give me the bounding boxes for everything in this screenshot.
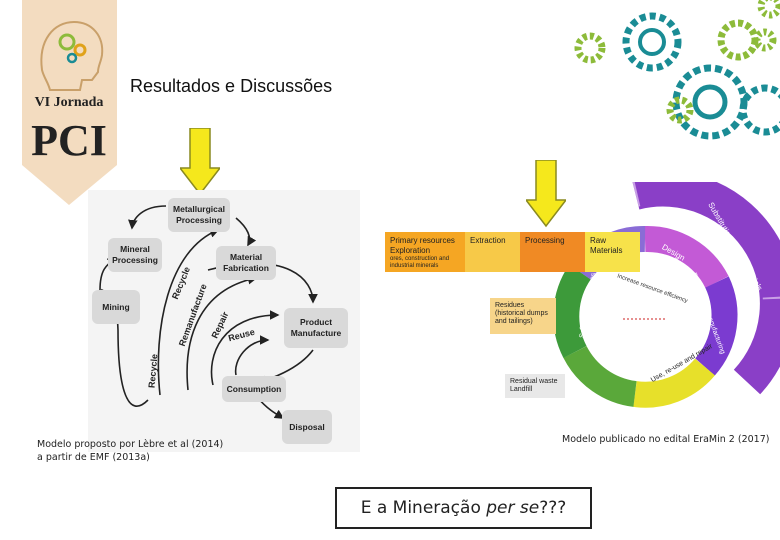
strip-processing: Processing: [520, 232, 585, 272]
question-prefix: E a Mineração: [360, 498, 487, 518]
box-product-manufacture: Product Manufacture: [284, 308, 348, 348]
box-mining: Mining: [92, 290, 140, 324]
caption-left-line2: a partir de EMF (2013a): [37, 452, 150, 463]
residues-title: Residues: [495, 302, 525, 309]
residues-sub: (historical dumps and tailings): [495, 310, 548, 325]
box-disposal: Disposal: [282, 410, 332, 444]
caption-left: Modelo proposto por Lèbre et al (2014) a…: [37, 438, 223, 464]
strip-extraction: Extraction: [465, 232, 520, 272]
event-logo: VI Jornada PCI: [22, 0, 117, 205]
residues-box: Residues (historical dumps and tailings): [490, 298, 556, 334]
residual-waste-box: Residual waste Landfill: [505, 374, 565, 398]
strip-raw-materials: Raw Materials: [585, 232, 640, 272]
question-box: E a Mineração per se ???: [335, 487, 592, 529]
circular-economy-diagram: Primary resources Exploration ores, cons…: [365, 182, 780, 412]
box-consumption: Consumption: [222, 376, 286, 402]
box-mineral-processing: Mineral Processing: [108, 238, 162, 272]
caption-right: Modelo publicado no edital EraMin 2 (201…: [562, 434, 770, 445]
highlight-arrow-right: [526, 160, 566, 228]
box-material-fabrication: Material Fabrication: [216, 246, 276, 280]
strip-primary-sub: ores, construction and industrial minera…: [390, 256, 450, 269]
question-suffix: ???: [539, 498, 567, 518]
logo-line1: VI Jornada: [35, 95, 104, 110]
strip-primary: Primary resources Exploration ores, cons…: [385, 232, 465, 272]
strip-primary-title: Primary resources Exploration: [390, 236, 455, 255]
logo-line2: PCI: [31, 116, 107, 165]
gears-decoration: [574, 0, 780, 140]
page-title: Resultados e Discussões: [130, 76, 333, 96]
box-metallurgical-processing: Metallurgical Processing: [168, 198, 230, 232]
question-emphasis: per se: [486, 498, 540, 518]
material-flow-diagram: Metallurgical Processing Mineral Process…: [88, 190, 360, 452]
caption-left-line1: Modelo proposto por Lèbre et al (2014): [37, 439, 224, 450]
highlight-arrow-left: [180, 128, 220, 196]
